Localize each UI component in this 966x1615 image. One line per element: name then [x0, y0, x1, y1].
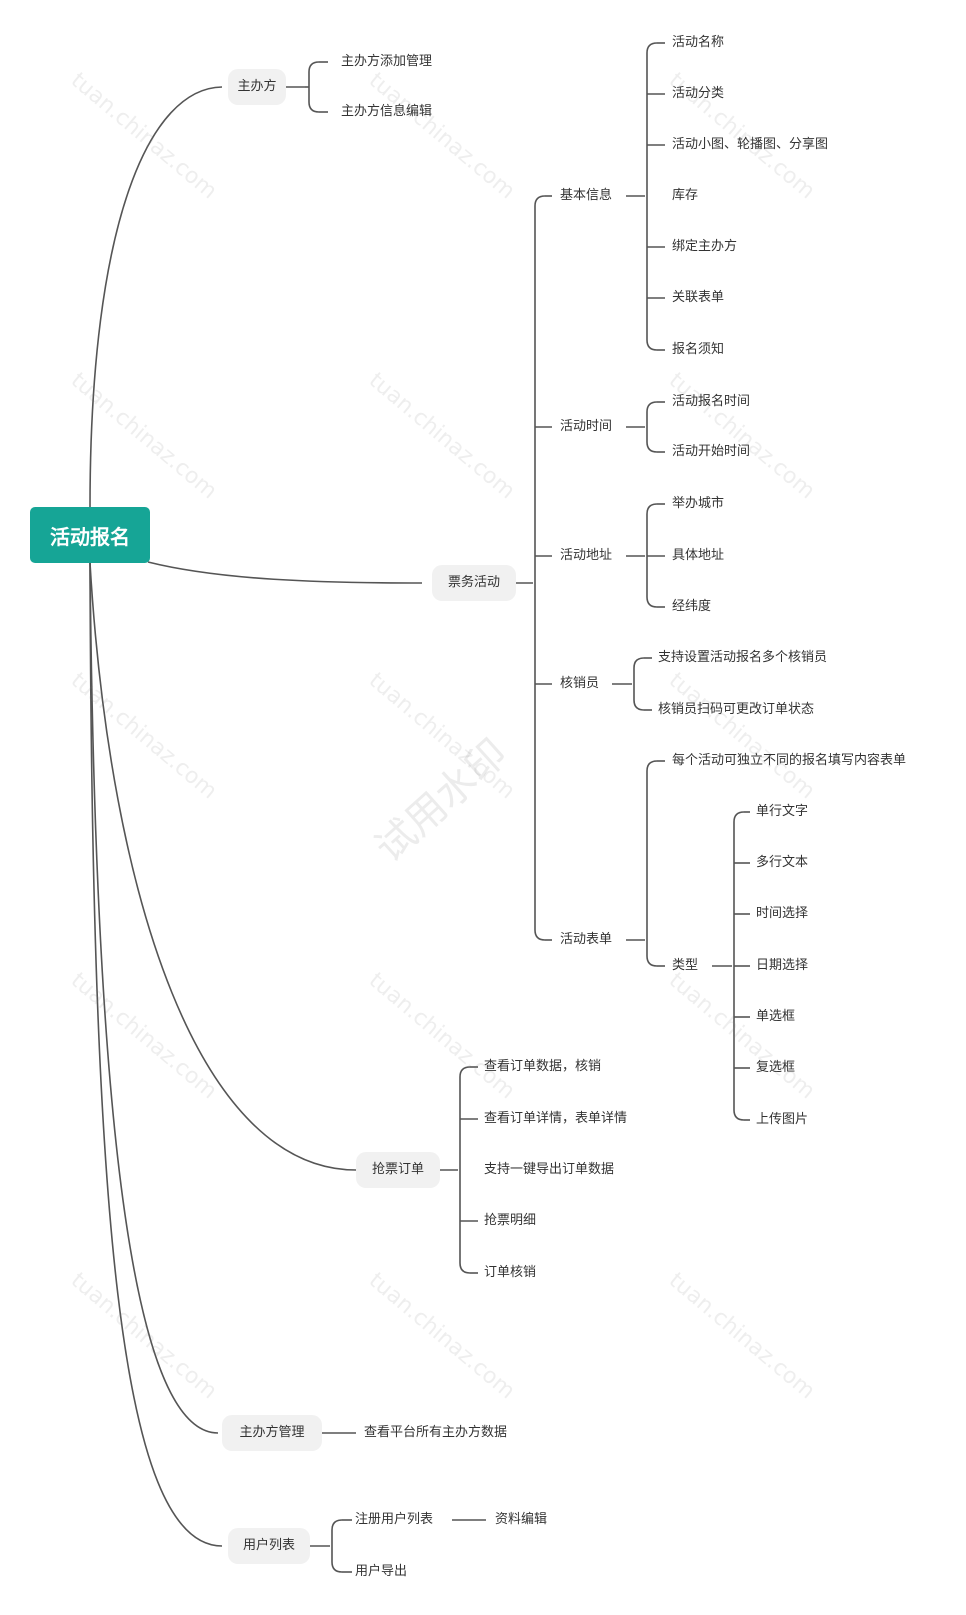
leaf-basic[interactable]: 关联表单 — [672, 290, 725, 305]
leaf-user-export[interactable]: 用户导出 — [355, 1564, 408, 1579]
node-organizer[interactable]: 主办方 — [228, 69, 286, 105]
connector-root-orders — [89, 562, 357, 1171]
node-activity-time[interactable]: 活动时间 — [560, 419, 613, 434]
leaf-type[interactable]: 日期选择 — [756, 958, 809, 973]
leaf-address[interactable]: 具体地址 — [672, 548, 725, 563]
leaf-orders[interactable]: 订单核销 — [484, 1265, 537, 1280]
node-orders[interactable]: 抢票订单 — [356, 1152, 440, 1188]
leaf-verifier[interactable]: 核销员扫码可更改订单状态 — [658, 702, 815, 717]
leaf-type[interactable]: 单选框 — [756, 1009, 796, 1024]
connector-root-ticket — [147, 561, 423, 584]
leaf-basic[interactable]: 活动小图、轮播图、分享图 — [672, 137, 829, 152]
root-node[interactable]: 活动报名 — [30, 507, 150, 563]
node-verifier[interactable]: 核销员 — [560, 676, 600, 691]
leaf-address[interactable]: 举办城市 — [672, 496, 725, 511]
leaf-basic[interactable]: 活动名称 — [672, 35, 725, 50]
leaf-time[interactable]: 活动开始时间 — [672, 444, 751, 459]
leaf-type[interactable]: 上传图片 — [756, 1112, 809, 1127]
node-ticket[interactable]: 票务活动 — [432, 565, 516, 601]
node-form-type[interactable]: 类型 — [672, 958, 699, 973]
node-activity-address[interactable]: 活动地址 — [560, 548, 613, 563]
connector-root-orgmanage — [89, 562, 219, 1434]
leaf-orders[interactable]: 查看订单详情，表单详情 — [484, 1111, 628, 1126]
leaf-basic[interactable]: 报名须知 — [672, 342, 725, 357]
connector-root-organizer — [89, 86, 223, 508]
node-activity-form[interactable]: 活动表单 — [560, 932, 613, 947]
node-organizer-management[interactable]: 主办方管理 — [222, 1415, 322, 1451]
connector-root-users — [89, 562, 223, 1547]
leaf-basic[interactable]: 绑定主办方 — [672, 239, 738, 254]
leaf-orders[interactable]: 支持一键导出订单数据 — [484, 1162, 615, 1177]
leaf-orders[interactable]: 抢票明细 — [484, 1213, 537, 1228]
node-user-list[interactable]: 用户列表 — [228, 1528, 310, 1564]
leaf-profile-edit[interactable]: 资料编辑 — [495, 1512, 548, 1527]
leaf-basic[interactable]: 活动分类 — [672, 86, 725, 101]
leaf-type[interactable]: 单行文字 — [756, 804, 809, 819]
node-basic-info[interactable]: 基本信息 — [560, 188, 613, 203]
leaf-type[interactable]: 多行文本 — [756, 855, 809, 870]
leaf-organizer-add[interactable]: 主办方添加管理 — [341, 54, 433, 69]
leaf-registered-users[interactable]: 注册用户列表 — [355, 1512, 434, 1527]
leaf-org-manage[interactable]: 查看平台所有主办方数据 — [364, 1425, 508, 1440]
leaf-address[interactable]: 经纬度 — [672, 599, 712, 614]
leaf-orders[interactable]: 查看订单数据，核销 — [484, 1059, 602, 1074]
leaf-organizer-edit[interactable]: 主办方信息编辑 — [341, 104, 433, 119]
leaf-verifier[interactable]: 支持设置活动报名多个核销员 — [658, 650, 828, 665]
leaf-type[interactable]: 时间选择 — [756, 906, 809, 921]
leaf-basic[interactable]: 库存 — [672, 188, 699, 203]
leaf-form-desc[interactable]: 每个活动可独立不同的报名填写内容表单 — [672, 753, 907, 768]
leaf-time[interactable]: 活动报名时间 — [672, 394, 751, 409]
leaf-type[interactable]: 复选框 — [756, 1060, 796, 1075]
